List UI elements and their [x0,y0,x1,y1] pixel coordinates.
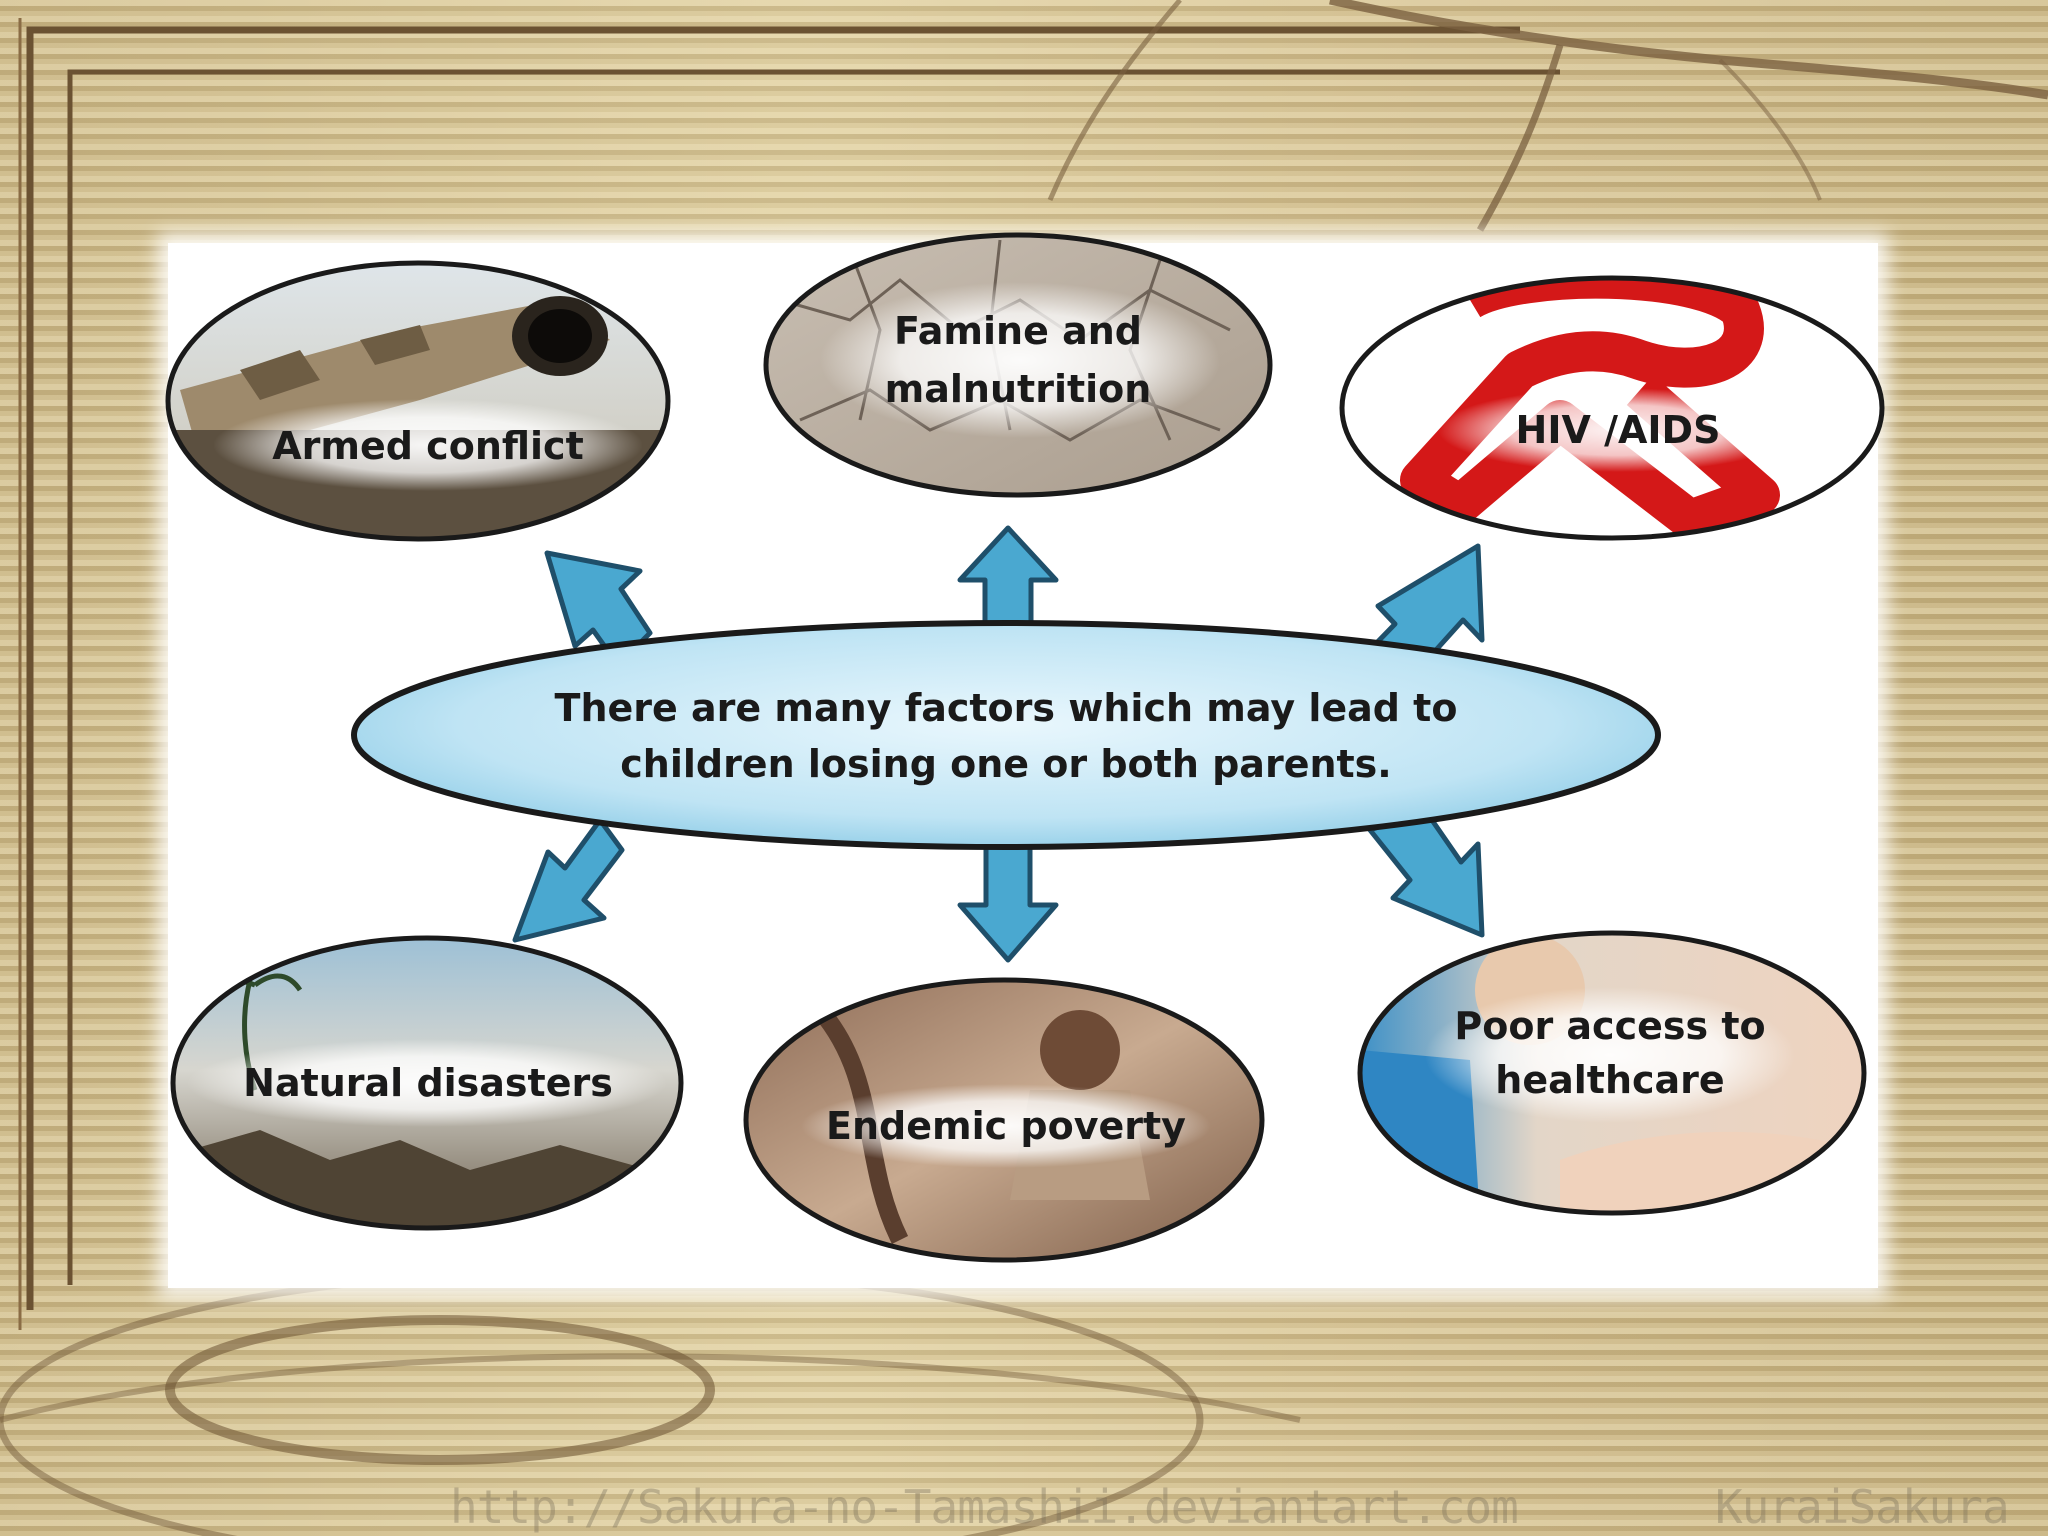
label-natural-disasters: Natural disasters [228,1054,628,1112]
center-ellipse [351,620,1661,850]
endemic-poverty-text: Endemic poverty [826,1104,1186,1148]
label-hiv: HIV /AIDS [1418,401,1818,459]
famine-bubble [763,232,1273,498]
natural-disasters-text: Natural disasters [243,1061,613,1105]
healthcare-text-line-2: healthcare [1495,1058,1725,1102]
arrow-down-left [512,817,625,943]
endemic-poverty-bubble [743,977,1265,1263]
label-armed-conflict: Armed conflict [228,417,628,475]
arrow-up-left [544,550,653,668]
center-label: There are many factors which may lead to… [506,680,1506,792]
watermark-url: http://Sakura-no-Tamashii.deviantart.com [450,1480,1519,1534]
armed-conflict-text: Armed conflict [272,424,584,468]
armed-conflict-bubble [165,260,671,542]
hiv-text: HIV /AIDS [1515,408,1721,452]
center-line-2: children losing one or both parents. [620,742,1392,786]
natural-disasters-bubble [170,935,684,1231]
famine-text-line-1: Famine and [894,309,1142,353]
watermark-author: KuraiSakura [1715,1480,2010,1534]
healthcare-text-line-1: Poor access to [1454,1004,1766,1048]
label-famine: Famine and malnutrition [818,302,1218,418]
hiv-bubble [1339,275,1885,541]
label-healthcare: Poor access to healthcare [1410,999,1810,1107]
famine-text-line-2: malnutrition [884,367,1152,411]
label-endemic-poverty: Endemic poverty [806,1097,1206,1155]
center-line-1: There are many factors which may lead to [554,686,1458,730]
